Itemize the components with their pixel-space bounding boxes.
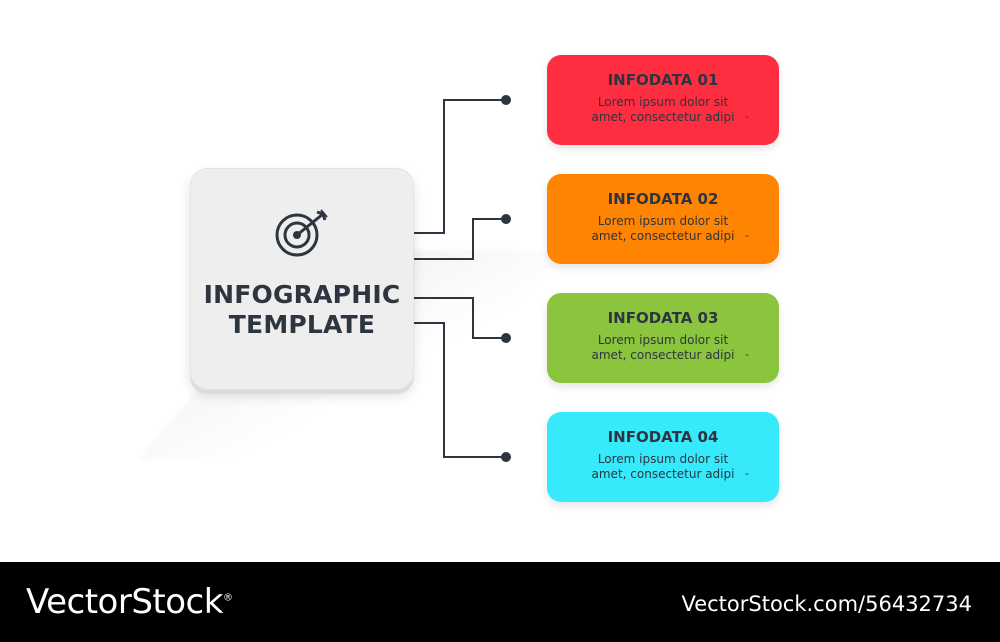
card-title: INFODATA 03 [607, 309, 719, 327]
watermark-footer: VectorStock® VectorStock.com/56432734 [0, 562, 1000, 642]
card-text-line1: Lorem ipsum dolor sit [597, 452, 729, 466]
card-dash: - [745, 229, 749, 242]
card-text-line1: Lorem ipsum dolor sit [597, 333, 729, 347]
card-text-line2: amet, consectetur adipi [591, 467, 735, 481]
center-title-line1: INFOGRAPHIC [203, 280, 401, 309]
center-title-line2: TEMPLATE [228, 310, 376, 339]
card-dash: - [745, 467, 749, 480]
connector-dot-03 [501, 333, 511, 343]
infographic-canvas: INFOGRAPHIC TEMPLATE INFODATA 01 Lorem i… [137, 55, 779, 502]
card-text-line2: amet, consectetur adipi [591, 229, 735, 243]
info-card-01: INFODATA 01 Lorem ipsum dolor sit amet, … [547, 55, 779, 145]
brand-name: VectorStock [26, 582, 223, 622]
card-dash: - [745, 348, 749, 361]
brand-logo: VectorStock® [26, 582, 233, 622]
info-card-04: INFODATA 04 Lorem ipsum dolor sit amet, … [547, 412, 779, 502]
center-box: INFOGRAPHIC TEMPLATE [190, 168, 414, 390]
connector-dot-01 [501, 95, 511, 105]
card-body: Lorem ipsum dolor sit amet, consectetur … [547, 214, 779, 244]
connector-lines [414, 95, 511, 462]
card-text-line2: amet, consectetur adipi [591, 110, 735, 124]
card-title: INFODATA 04 [607, 428, 719, 446]
info-card-03: INFODATA 03 Lorem ipsum dolor sit amet, … [547, 293, 779, 383]
card-dash: - [745, 110, 749, 123]
card-body: Lorem ipsum dolor sit amet, consectetur … [547, 95, 779, 125]
connector-line-02 [414, 218, 506, 260]
connector-line-03 [414, 297, 506, 339]
card-text-line1: Lorem ipsum dolor sit [597, 214, 729, 228]
info-card-02: INFODATA 02 Lorem ipsum dolor sit amet, … [547, 174, 779, 264]
card-title: INFODATA 01 [607, 71, 719, 89]
target-icon [275, 209, 328, 257]
brand-url: VectorStock.com/56432734 [681, 592, 972, 616]
card-title: INFODATA 02 [607, 190, 719, 208]
card-text-line1: Lorem ipsum dolor sit [597, 95, 729, 109]
connector-line-04 [414, 322, 506, 458]
connector-dot-04 [501, 452, 511, 462]
card-body: Lorem ipsum dolor sit amet, consectetur … [547, 333, 779, 363]
card-text-line2: amet, consectetur adipi [591, 348, 735, 362]
center-title: INFOGRAPHIC TEMPLATE [204, 280, 401, 340]
card-body: Lorem ipsum dolor sit amet, consectetur … [547, 452, 779, 482]
registered-mark: ® [222, 592, 233, 604]
connector-line-01 [414, 99, 506, 234]
connector-dot-02 [501, 214, 511, 224]
